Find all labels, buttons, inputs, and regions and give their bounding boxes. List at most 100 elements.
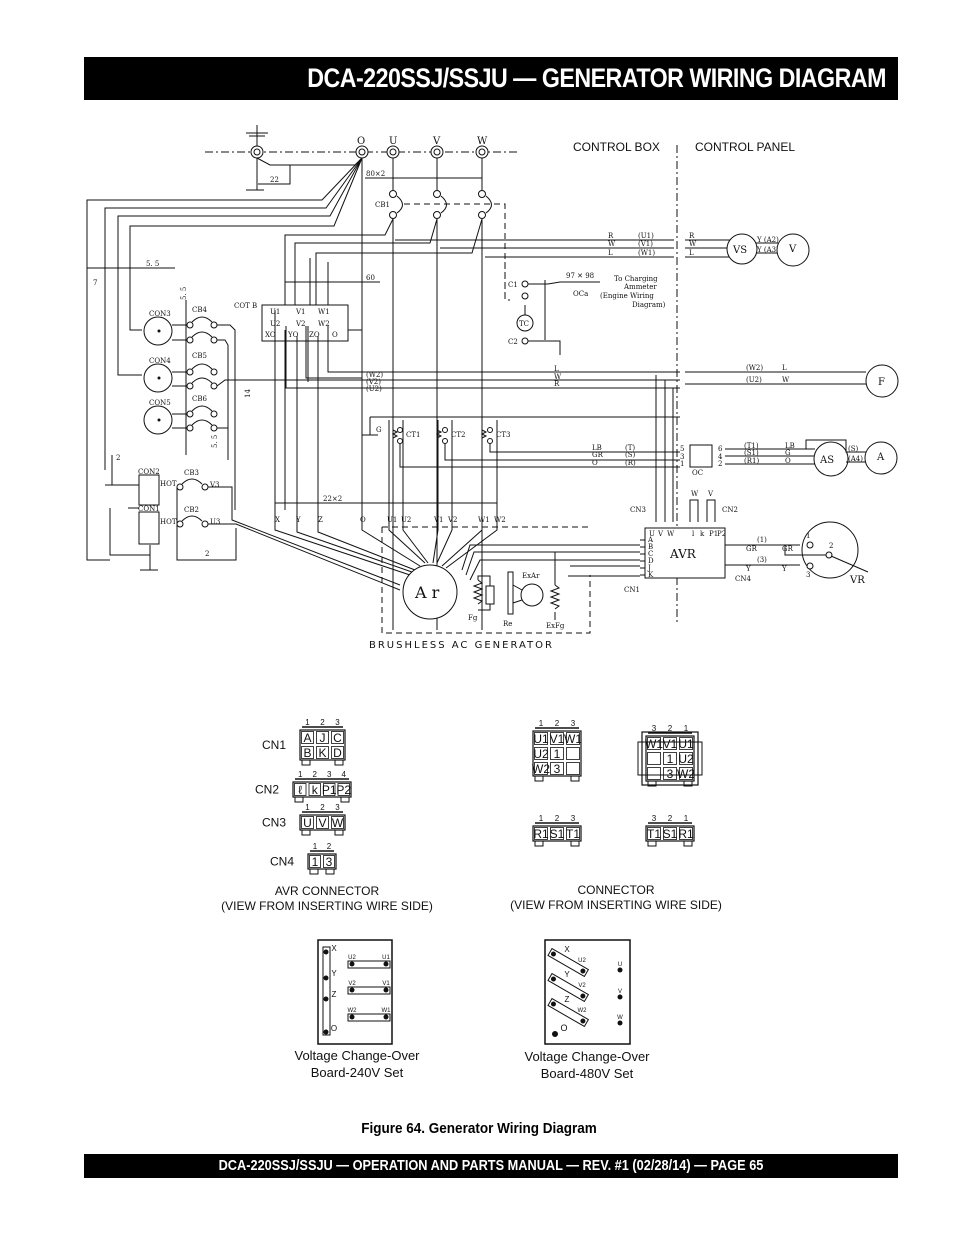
board-terminal: U xyxy=(618,962,622,968)
wire-color: R xyxy=(689,232,695,240)
pin-number: 3 xyxy=(571,719,576,728)
connector-cell: 1 xyxy=(554,747,561,761)
voltmeter-label: V xyxy=(788,244,797,255)
wire-code: (V1) xyxy=(638,240,653,248)
wire-color: L xyxy=(608,249,613,257)
wire-code: (S) xyxy=(625,451,636,459)
connector-cell: A xyxy=(303,731,311,745)
ammeter-switch-label: AS xyxy=(819,455,834,466)
connector-label: CN3 xyxy=(262,816,286,830)
connector-cell: W2 xyxy=(532,762,550,776)
avr-top-pin: k xyxy=(700,530,705,538)
dimension-label: 14 xyxy=(244,389,252,398)
wire-code: (S1) xyxy=(744,449,759,457)
cn2-label: CN2 xyxy=(722,506,738,514)
avr-top-pin: P1 xyxy=(709,530,718,538)
generator-leads: 22×2 X Y Z O U1 U2 V1 V2 W1 W2 xyxy=(274,310,506,576)
dimension-label: 2 xyxy=(116,454,120,462)
pin-number: 1 xyxy=(313,842,318,851)
connector-cell: U2 xyxy=(678,752,694,766)
pin-number: 2 xyxy=(327,842,332,851)
pin-number: 2 xyxy=(320,718,325,727)
connector-cell: V xyxy=(318,816,326,830)
wire-color: W xyxy=(782,376,790,384)
wire-code: (U2) xyxy=(746,376,762,384)
connector-cell: V1 xyxy=(550,732,565,746)
pin-number: 3 xyxy=(335,803,340,812)
connector-cell: 1 xyxy=(312,855,319,869)
wire-color: L xyxy=(689,249,694,257)
pin-number: 1 xyxy=(684,724,689,733)
pin-number: 1 xyxy=(539,814,544,823)
board-caption: Board-480V Set xyxy=(541,1066,634,1081)
lead-label: Z xyxy=(318,516,323,524)
note-text: To Charging xyxy=(614,275,658,283)
connector-cell: W1 xyxy=(645,737,663,751)
avr-input-pin: B xyxy=(648,543,653,551)
wire-color: GR xyxy=(746,545,758,553)
pin-number: 2 xyxy=(555,719,560,728)
wire-code: (A4) xyxy=(848,455,863,463)
wire-code: Y (A2) xyxy=(756,236,779,244)
connector-cell: B xyxy=(303,746,311,760)
board-terminal: W2 xyxy=(348,1008,358,1014)
cb2-label: CB2 xyxy=(184,506,199,514)
hot-label: HOT xyxy=(160,518,177,526)
board-terminal: X xyxy=(564,945,570,954)
terminal-v-label: V xyxy=(432,136,441,147)
oc-pin: 1 xyxy=(680,460,684,468)
pin-number: 1 xyxy=(539,719,544,728)
cb5-label: CB5 xyxy=(192,352,207,360)
oc-pin: 6 xyxy=(718,445,723,453)
voltage-board-240v: X Y Z O U2 U1 V2 V1 W2 W1 Voltage Change… xyxy=(294,939,420,1080)
pin-number: 3 xyxy=(335,718,340,727)
dimension-label: 60 xyxy=(366,274,375,282)
ct1-label: CT1 xyxy=(406,431,420,439)
lead-label: V1 xyxy=(433,516,444,524)
cn1-label: CN1 xyxy=(624,586,640,594)
avr-input-pin: D xyxy=(648,557,654,565)
connector-cell: R1 xyxy=(533,827,549,841)
connector-cell: T1 xyxy=(566,827,580,841)
wire-code: (1) xyxy=(757,536,767,544)
pin-number: 4 xyxy=(342,770,347,779)
board-terminal: Y xyxy=(331,969,337,978)
wire-code: (R) xyxy=(625,459,636,467)
wire-code: (T1) xyxy=(744,442,759,450)
terminal-u-label: U xyxy=(389,136,397,147)
wire-code: (V2) xyxy=(366,378,381,386)
avr-connector-title: AVR CONNECTOR xyxy=(275,884,380,898)
current-transformers: G CT1 CT2 CT3 xyxy=(362,416,680,468)
re-label: Re xyxy=(503,620,512,628)
cn4-label: CN4 xyxy=(735,575,751,583)
wire-code: (W2) xyxy=(366,371,383,379)
board-terminal: X xyxy=(331,944,337,953)
avr-top-pin: P2 xyxy=(717,530,726,538)
c1-label: C1 xyxy=(508,281,518,289)
connector-cell: P2 xyxy=(336,783,351,797)
connector-cell: J xyxy=(320,731,326,745)
lead-label: W1 xyxy=(478,516,490,524)
voltage-regulator-label: VR xyxy=(849,575,865,586)
wire-color: W xyxy=(689,240,697,248)
board-terminal: V2 xyxy=(348,981,356,987)
wire-color: O xyxy=(785,457,791,465)
board-terminal: O xyxy=(560,1023,567,1033)
footer-text: DCA-220SSJ/SSJU — OPERATION AND PARTS MA… xyxy=(218,1158,764,1174)
wire-color: Y xyxy=(781,565,787,573)
cn3-label: CN3 xyxy=(630,506,646,514)
connector-cell: 3 xyxy=(667,767,674,781)
wire-code: (W2) xyxy=(746,364,763,372)
tc-label: TC xyxy=(519,320,529,328)
terminal-label: XO xyxy=(265,331,276,339)
dimension-label: 22×2 xyxy=(323,495,342,503)
board-terminal: V2 xyxy=(578,983,586,989)
connector-cell: W1 xyxy=(564,732,582,746)
wire-color: LB xyxy=(785,442,795,450)
connector-cell: U1 xyxy=(533,732,549,746)
v3-label: V3 xyxy=(209,481,220,489)
ammeter-label: A xyxy=(876,452,885,463)
connector-title: CONNECTOR xyxy=(577,883,654,897)
pin-number: 3 xyxy=(652,814,657,823)
